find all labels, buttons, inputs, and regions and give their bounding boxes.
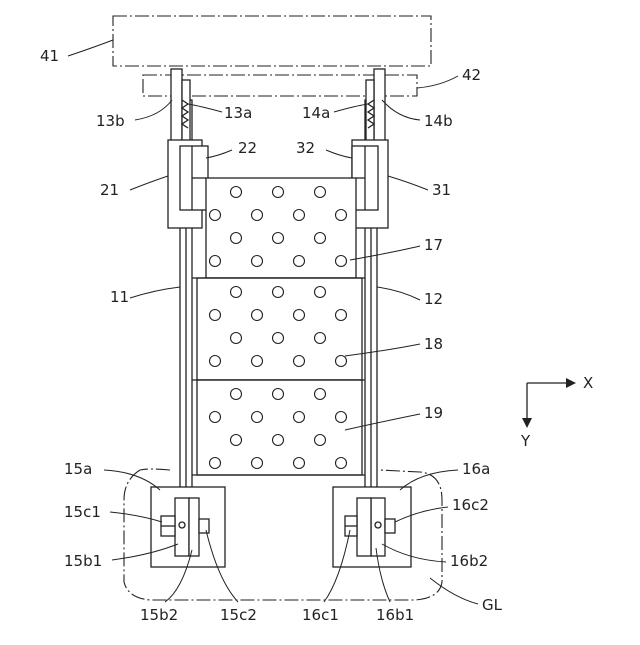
perforation-hole (294, 310, 305, 321)
label-17: 17 (424, 236, 443, 254)
perforation-hole (315, 435, 326, 446)
axis-x-label: X (583, 374, 593, 392)
perforation-hole (252, 210, 263, 221)
label-18: 18 (424, 335, 443, 353)
label-11: 11 (110, 288, 129, 306)
perforation-hole (336, 256, 347, 267)
label-21: 21 (100, 181, 119, 199)
label-16c2: 16c2 (452, 496, 489, 514)
perforation-hole (336, 356, 347, 367)
perforation-hole (294, 458, 305, 469)
label-15a: 15a (64, 460, 92, 478)
perforation-hole (231, 435, 242, 446)
bracket-14a (366, 80, 374, 145)
perforation-hole (336, 210, 347, 221)
label-15c2: 15c2 (220, 606, 257, 624)
label-13b: 13b (96, 112, 125, 130)
perforation-hole (252, 356, 263, 367)
label-22: 22 (238, 139, 257, 157)
label-15b2: 15b2 (140, 606, 178, 624)
perforation-hole (294, 412, 305, 423)
perforation-hole (252, 458, 263, 469)
label-14b: 14b (424, 112, 453, 130)
x-axis-arrow-icon (566, 378, 576, 388)
perforation-hole (273, 187, 284, 198)
member-41-outline (113, 16, 431, 66)
label-16a: 16a (462, 460, 490, 478)
perforation-hole (273, 287, 284, 298)
label-19: 19 (424, 404, 443, 422)
perforation-hole (315, 333, 326, 344)
perforation-hole (210, 412, 221, 423)
plate-16b2 (357, 498, 371, 556)
label-16c1: 16c1 (302, 606, 339, 624)
perforation-hole (231, 187, 242, 198)
perforation-hole (336, 412, 347, 423)
label-16b1: 16b1 (376, 606, 414, 624)
perforation-hole (231, 233, 242, 244)
label-31: 31 (432, 181, 451, 199)
bolt-16c2 (385, 519, 395, 533)
perforation-hole (273, 233, 284, 244)
perforation-hole (315, 389, 326, 400)
perforation-hole (231, 389, 242, 400)
perforation-hole (294, 256, 305, 267)
perforation-hole (210, 210, 221, 221)
label-41: 41 (40, 47, 59, 65)
label-15c1: 15c1 (64, 503, 101, 521)
perforation-hole (210, 458, 221, 469)
bracket-13a (182, 80, 190, 145)
perforation-hole (273, 333, 284, 344)
perforation-hole (231, 333, 242, 344)
label-12: 12 (424, 290, 443, 308)
label-GL: GL (482, 596, 503, 614)
perforation-hole (315, 187, 326, 198)
label-13a: 13a (224, 104, 252, 122)
perforation-hole (315, 233, 326, 244)
perforation-hole (273, 435, 284, 446)
label-42: 42 (462, 66, 481, 84)
perforation-hole (294, 356, 305, 367)
perforation-hole (210, 256, 221, 267)
label-15b1: 15b1 (64, 552, 102, 570)
perforation-hole (231, 287, 242, 298)
y-axis-arrow-icon (522, 418, 532, 428)
plate-16b1 (371, 498, 385, 556)
label-32: 32 (296, 139, 315, 157)
perforation-hole (273, 389, 284, 400)
perforation-hole (252, 256, 263, 267)
perforation-hole (294, 210, 305, 221)
axis-y-label: Y (520, 432, 531, 450)
perforation-hole (336, 310, 347, 321)
plate-15b1 (175, 498, 189, 556)
perforation-hole (210, 310, 221, 321)
plate-15b2 (189, 498, 199, 556)
perforation-hole (252, 412, 263, 423)
perforation-hole (210, 356, 221, 367)
perforation-hole (252, 310, 263, 321)
label-16b2: 16b2 (450, 552, 488, 570)
perforation-hole (336, 458, 347, 469)
label-14a: 14a (302, 104, 330, 122)
bolt-15c2 (199, 519, 209, 533)
perforation-hole (315, 287, 326, 298)
